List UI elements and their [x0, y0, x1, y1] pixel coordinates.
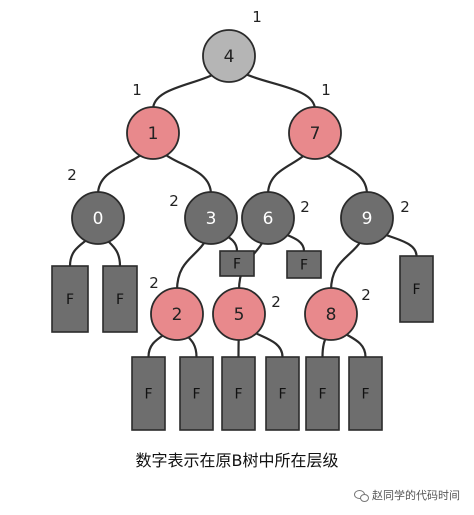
level-label: 1: [132, 81, 142, 99]
node-value: 4: [224, 47, 235, 67]
nil-leaf-B6: [348, 356, 383, 431]
tree-node-n3: [184, 191, 238, 245]
nil-leaf-label: F: [412, 282, 420, 298]
nil-leaf-label: F: [234, 387, 242, 403]
nil-leaf-L1: [51, 265, 89, 333]
tree-node-n6: [241, 191, 295, 245]
node-value: 6: [263, 209, 274, 229]
nil-leaf-label: F: [233, 257, 241, 273]
node-value: 5: [234, 305, 245, 325]
level-label: 1: [321, 81, 331, 99]
nil-leaf-B3: [221, 356, 256, 431]
tree-node-n1: [126, 106, 180, 160]
level-label: 2: [169, 192, 179, 210]
wechat-icon: [354, 489, 369, 502]
level-label: 2: [361, 286, 371, 304]
diagram-caption: 数字表示在原B树中所在层级: [135, 451, 339, 470]
nil-leaf-label: F: [318, 387, 326, 403]
nil-leaf-label: F: [144, 387, 152, 403]
node-value: 1: [148, 124, 159, 144]
nil-leaf-label: F: [116, 292, 124, 308]
level-label: 2: [149, 274, 159, 292]
level-label: 2: [271, 293, 281, 311]
watermark: 赵同学的代码时间: [354, 487, 460, 503]
node-value: 8: [326, 305, 337, 325]
nil-leaf-label: F: [66, 292, 74, 308]
tree-node-n8: [304, 287, 358, 341]
tree-node-n5: [212, 287, 266, 341]
watermark-text: 赵同学的代码时间: [372, 489, 460, 502]
tree-leaves: F F F F F F F F F F F: [51, 250, 434, 431]
tree-node-n9: [340, 191, 394, 245]
level-label: 1: [252, 8, 262, 26]
nil-leaf-B5: [305, 356, 340, 431]
nil-leaf-Lf6: [286, 250, 322, 279]
tree-node-n0: [71, 191, 125, 245]
nil-leaf-label: F: [278, 387, 286, 403]
level-labels: 1 1 1 2 2 2 2 2 2 2: [67, 8, 410, 311]
nil-leaf-B1: [131, 356, 166, 431]
tree-node-n4: [202, 29, 256, 83]
tree-nodes: 4 1 7 0 3 6 9 2 5 8: [71, 29, 394, 341]
tree-node-n2: [150, 287, 204, 341]
level-label: 2: [300, 198, 310, 216]
nil-leaf-B4: [265, 356, 300, 431]
nil-leaf-L2: [102, 265, 138, 333]
node-value: 9: [362, 209, 373, 229]
nil-leaf-Lf3: [219, 250, 255, 277]
nil-leaf-label: F: [300, 258, 308, 274]
node-value: 2: [172, 305, 183, 325]
node-value: 7: [310, 124, 321, 144]
tree-node-n7: [288, 106, 342, 160]
level-label: 2: [67, 166, 77, 184]
level-label: 2: [400, 198, 410, 216]
node-value: 0: [93, 209, 104, 229]
nil-leaf-label: F: [361, 387, 369, 403]
node-value: 3: [206, 209, 217, 229]
nil-leaf-B2: [179, 356, 214, 431]
nil-leaf-L9: [399, 255, 434, 323]
nil-leaf-label: F: [192, 387, 200, 403]
